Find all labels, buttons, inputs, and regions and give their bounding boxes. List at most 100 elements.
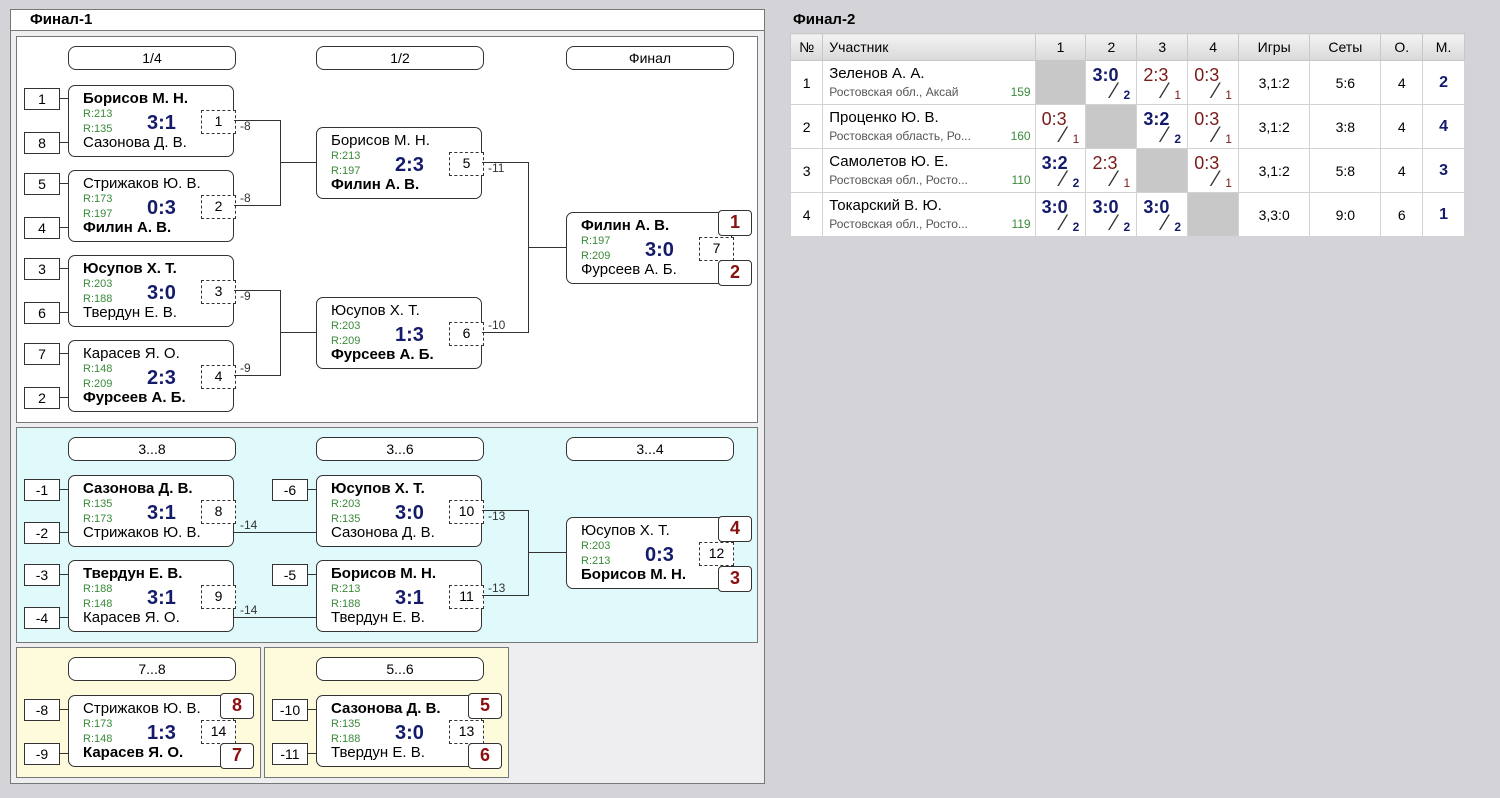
- self-match-cell: [1034, 60, 1087, 105]
- place-cell: 4: [1422, 104, 1465, 149]
- match-6[interactable]: Юсупов Х. Т. R:203 R:209 1:3 6 Фурсеев А…: [316, 297, 484, 369]
- match-result-cell[interactable]: 3:0⁄2: [1085, 60, 1138, 105]
- round-header-quarterfinal: 1/4: [68, 46, 236, 70]
- match-7-final[interactable]: Филин А. В. R:197 R:209 3:0 7 Фурсеев А.…: [566, 212, 734, 284]
- round-header-7-8: 7...8: [68, 657, 236, 681]
- place-badge: 7: [220, 743, 254, 769]
- points-cell: 6: [1380, 192, 1424, 237]
- match-number: 14: [201, 720, 236, 744]
- loser-label: -10: [488, 318, 506, 332]
- player-rating: R:209: [331, 335, 361, 347]
- match-result-cell[interactable]: 2:3⁄1: [1085, 148, 1138, 193]
- player-name: Карасев Я. О.: [83, 609, 180, 626]
- player-name: Борисов М. Н.: [331, 132, 430, 149]
- match-number: 12: [699, 542, 734, 566]
- seed-box: 4: [24, 217, 60, 239]
- player-rating: R:213: [581, 555, 611, 567]
- result-score: 3:0: [1092, 197, 1119, 217]
- seed-box: 5: [24, 173, 60, 195]
- match-result-cell[interactable]: 0:3⁄1: [1034, 104, 1087, 149]
- match-11[interactable]: Борисов М. Н. R:213 R:188 3:1 11 Твердун…: [316, 560, 484, 632]
- player-name: Сазонова Д. В.: [83, 134, 187, 151]
- match-number: 7: [699, 237, 734, 261]
- match-score: 3:0: [395, 502, 424, 524]
- match-result-cell[interactable]: 3:0⁄2: [1136, 192, 1189, 237]
- match-9[interactable]: Твердун Е. В. R:188 R:148 3:1 9 Карасев …: [68, 560, 236, 632]
- match-number: 3: [201, 280, 236, 304]
- participant-cell[interactable]: Токарский В. Ю.Ростовская обл., Росто...…: [822, 192, 1036, 237]
- result-score: 0:3: [1194, 65, 1220, 85]
- round-header-final: Финал: [566, 46, 734, 70]
- slash-divider: ⁄: [1061, 210, 1066, 235]
- player-rating: R:135: [83, 498, 113, 510]
- result-score: 0:3: [1194, 109, 1220, 129]
- place-badge: 8: [220, 693, 254, 719]
- player-rating: R:188: [83, 293, 113, 305]
- match-number: 2: [201, 195, 236, 219]
- player-name: Борисов М. Н.: [83, 90, 189, 107]
- round-header-semifinal: 1/2: [316, 46, 484, 70]
- match-14[interactable]: Стрижаков Ю. В. R:173 R:148 1:3 14 Карас…: [68, 695, 236, 767]
- col-games: Игры: [1238, 33, 1311, 61]
- match-4[interactable]: Карасев Я. О. R:148 R:209 2:3 4 Фурсеев …: [68, 340, 236, 412]
- seed-box: -4: [24, 607, 60, 629]
- loser-label: -9: [240, 289, 251, 303]
- slash-divider: ⁄: [1163, 122, 1168, 147]
- table-header-row: № Участник 1 2 3 4 Игры Сеты О. М.: [789, 33, 1465, 61]
- match-1[interactable]: Борисов М. Н. R:213 R:135 3:1 1 Сазонова…: [68, 85, 236, 157]
- match-10[interactable]: Юсупов Х. Т. R:203 R:135 3:0 10 Сазонова…: [316, 475, 484, 547]
- match-result-cell[interactable]: 3:2⁄2: [1136, 104, 1189, 149]
- result-score: 3:2: [1143, 109, 1170, 129]
- slash-divider: ⁄: [1112, 210, 1117, 235]
- participant-region: Ростовская обл., Аксай: [829, 85, 959, 99]
- slash-divider: ⁄: [1214, 122, 1218, 147]
- player-rating: R:173: [83, 718, 113, 730]
- match-2[interactable]: Стрижаков Ю. В. R:173 R:197 0:3 2 Филин …: [68, 170, 236, 242]
- place-badge: 3: [718, 566, 752, 592]
- seed-box: 6: [24, 302, 60, 324]
- sets-cell: 5:6: [1309, 60, 1382, 105]
- player-name: Твердун Е. В.: [331, 609, 425, 626]
- seed-box: -2: [24, 522, 60, 544]
- match-number: 5: [449, 152, 484, 176]
- slash-divider: ⁄: [1214, 78, 1218, 103]
- result-points: 2: [1123, 220, 1131, 234]
- match-3[interactable]: Юсупов Х. Т. R:203 R:188 3:0 3 Твердун Е…: [68, 255, 236, 327]
- place-badge: 5: [468, 693, 502, 719]
- round-header-3-6: 3...6: [316, 437, 484, 461]
- match-result-cell[interactable]: 0:3⁄1: [1187, 60, 1240, 105]
- player-rating: R:173: [83, 513, 113, 525]
- participant-cell[interactable]: Самолетов Ю. Е.Ростовская обл., Росто...…: [822, 148, 1036, 193]
- player-rating: R:173: [83, 193, 113, 205]
- match-score: 0:3: [645, 544, 674, 566]
- match-score: 3:0: [645, 239, 674, 261]
- match-5[interactable]: Борисов М. Н. R:213 R:197 2:3 5 Филин А.…: [316, 127, 484, 199]
- games-cell: 3,1:2: [1238, 148, 1311, 193]
- player-name: Сазонова Д. В.: [331, 700, 441, 717]
- loser-label: -14: [240, 603, 258, 617]
- match-8[interactable]: Сазонова Д. В. R:135 R:173 3:1 8 Стрижак…: [68, 475, 236, 547]
- seed-box: -3: [24, 564, 60, 586]
- player-rating: R:135: [331, 718, 361, 730]
- match-result-cell[interactable]: 3:2⁄2: [1034, 148, 1087, 193]
- match-result-cell[interactable]: 2:3⁄1: [1136, 60, 1189, 105]
- player-name: Стрижаков Ю. В.: [83, 700, 201, 717]
- match-result-cell[interactable]: 3:0⁄2: [1034, 192, 1087, 237]
- match-result-cell[interactable]: 3:0⁄ 2: [1085, 192, 1138, 237]
- match-result-cell[interactable]: 0:3⁄1: [1187, 104, 1240, 149]
- match-number: 11: [449, 585, 484, 609]
- player-name: Фурсеев А. Б.: [331, 346, 434, 363]
- result-points: 2: [1123, 88, 1131, 102]
- player-name: Юсупов Х. Т.: [83, 260, 177, 277]
- participant-cell[interactable]: Проценко Ю. В.Ростовская область, Ро...1…: [822, 104, 1036, 149]
- slash-divider: ⁄: [1061, 122, 1066, 147]
- match-result-cell[interactable]: 0:3⁄1: [1187, 148, 1240, 193]
- match-12[interactable]: Юсупов Х. Т. R:203 R:213 0:3 12 Борисов …: [566, 517, 734, 589]
- match-13[interactable]: Сазонова Д. В. R:135 R:188 3:0 13 Тверду…: [316, 695, 484, 767]
